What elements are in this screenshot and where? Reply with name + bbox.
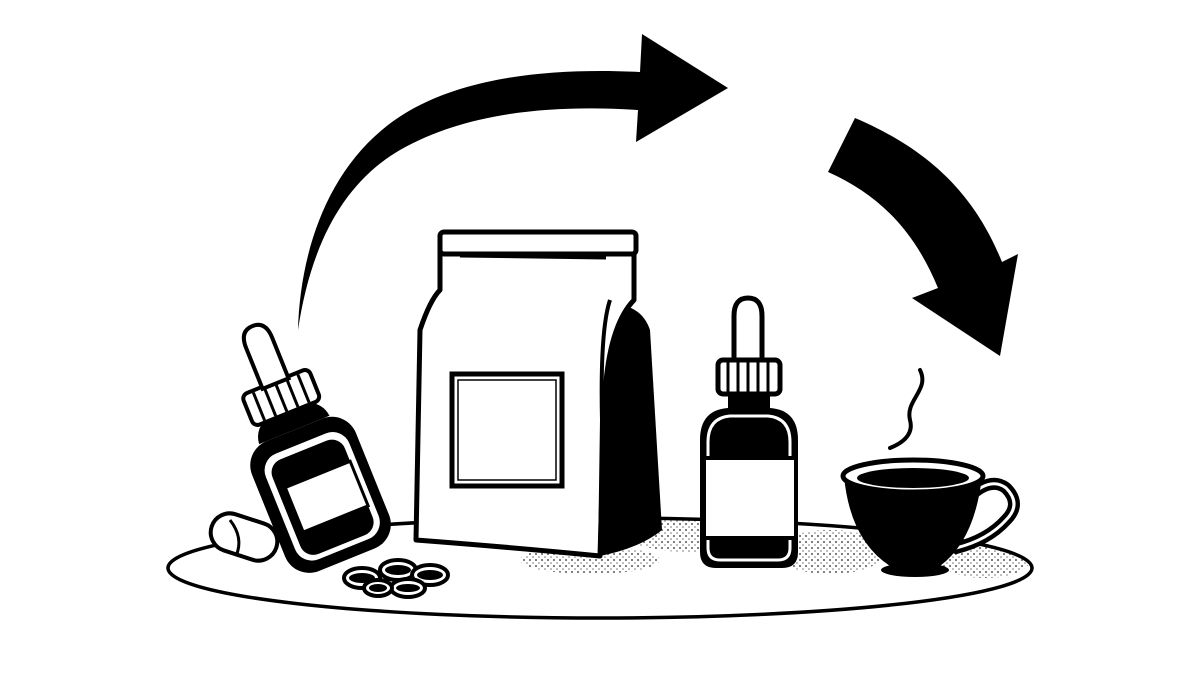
coffee-cup-icon [840, 457, 1020, 577]
dropper-bottle-icon [700, 295, 798, 568]
capsule-icon [208, 511, 280, 563]
curved-arrow-icon [298, 34, 728, 330]
coffee-bean-icon [342, 558, 450, 599]
steam-icon [888, 368, 925, 450]
dropper-bottle-icon [241, 322, 391, 573]
curved-arrow-down-icon [828, 118, 1018, 356]
coffee-bag-icon [413, 229, 662, 559]
